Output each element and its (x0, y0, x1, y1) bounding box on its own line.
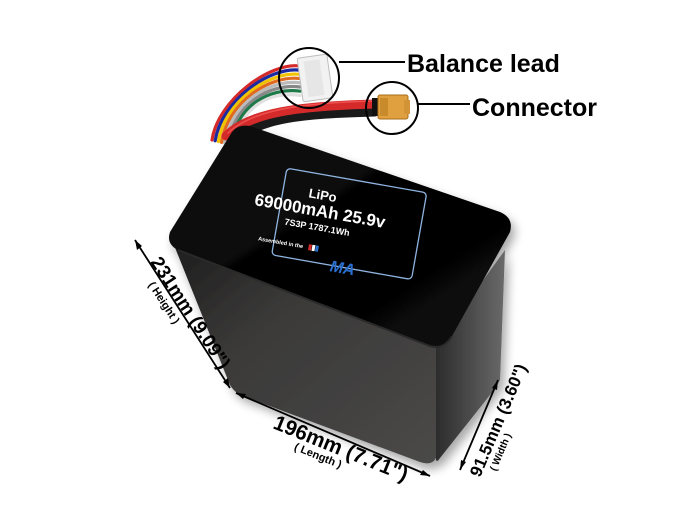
label-chemistry: LiPo (308, 185, 338, 205)
balance-wire (220, 76, 302, 144)
connector-label: Connector (472, 94, 597, 122)
balance-lead-label: Balance lead (407, 50, 560, 78)
usa-flag-icon (308, 244, 319, 252)
height-arrow-head-bottom (223, 378, 230, 388)
balance-wire (213, 68, 302, 143)
battery-top-face (169, 125, 511, 347)
main-connector (372, 94, 410, 120)
callout-balance-lead: Balance lead (278, 47, 560, 109)
label-border (271, 168, 427, 280)
length-arrow-head-right (420, 470, 430, 476)
length-arrow-line (235, 392, 431, 477)
connector-callout-circle (365, 81, 419, 135)
length-arrow-head-left (236, 393, 246, 399)
width-arrow-line (459, 379, 499, 471)
balance-wire (216, 72, 302, 144)
battery-right-face (436, 250, 505, 461)
width-arrow-head-top (492, 380, 498, 390)
battery-front-face (172, 240, 436, 464)
height-arrow-head-top (135, 240, 142, 250)
callout-connector: Connector (365, 81, 597, 135)
balance-wire (210, 64, 302, 142)
brand-logo: MA (329, 258, 356, 279)
balance-connector (296, 53, 334, 103)
balance-lead-callout-circle (278, 47, 340, 109)
width-arrow-head-bottom (460, 460, 466, 470)
battery-body (169, 125, 511, 464)
height-arrow-line (134, 239, 231, 389)
